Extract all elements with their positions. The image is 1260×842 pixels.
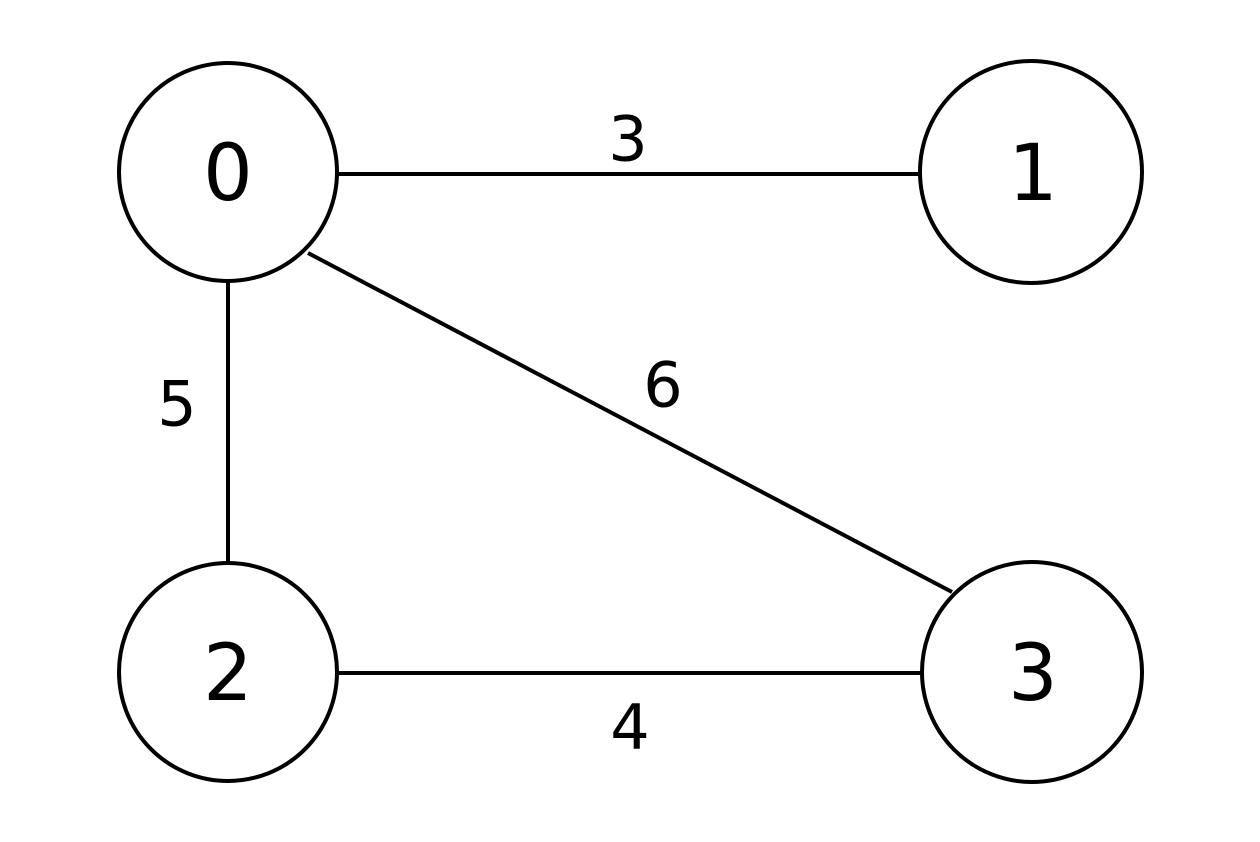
edge-label-group: 3 5 6 4 <box>157 103 682 764</box>
node-1-circle[interactable] <box>918 59 1144 285</box>
edge-0-3-weight: 6 <box>643 349 682 422</box>
edge-0-2-weight: 5 <box>157 368 196 441</box>
node-3-circle[interactable] <box>920 560 1144 784</box>
edge-group <box>226 172 953 675</box>
edge-2-3-weight: 4 <box>610 691 649 764</box>
node-label-group: 0 1 2 3 <box>203 129 1058 719</box>
edge-0-3-line[interactable] <box>307 251 953 594</box>
edge-0-1-weight: 3 <box>608 103 647 176</box>
node-2-label: 2 <box>203 629 253 719</box>
node-2-circle[interactable] <box>117 561 339 783</box>
node-3-label: 3 <box>1008 629 1058 719</box>
node-1-label: 1 <box>1008 129 1058 219</box>
node-group <box>117 59 1144 784</box>
node-0-label: 0 <box>203 129 253 219</box>
node-0-circle[interactable] <box>117 61 339 283</box>
